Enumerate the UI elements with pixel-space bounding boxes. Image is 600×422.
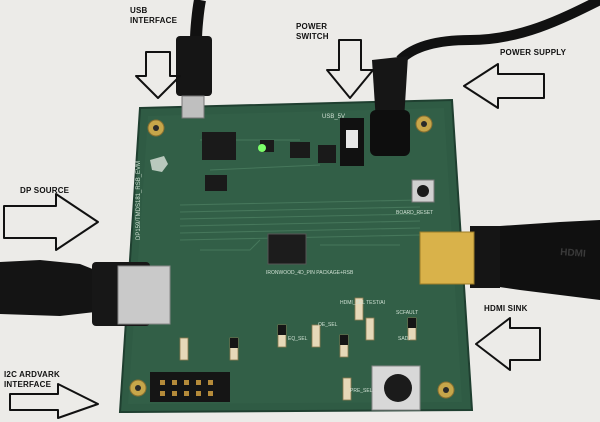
- jumper: [342, 377, 352, 401]
- power-cable: [370, 0, 600, 156]
- silk-board-reset: BOARD_RESET: [396, 210, 433, 216]
- arrow-usb-interface: [135, 51, 181, 99]
- jumper: [365, 317, 375, 341]
- silk-board-name: DP159/TMDS181_RSB_EVM: [136, 161, 142, 240]
- usb-plug[interactable]: [176, 36, 212, 96]
- label-hdmi-sink: HDMI SINK: [484, 304, 528, 313]
- power-led: [258, 144, 266, 152]
- silk-eq-sel: EQ_SEL: [288, 336, 308, 342]
- hdmi-plug[interactable]: [470, 226, 500, 288]
- hdmi-logo: HDMI: [560, 247, 586, 260]
- main-ic: [267, 233, 307, 265]
- label-dp-source: DP SOURCE: [20, 186, 70, 195]
- dp-cable: [0, 260, 171, 326]
- arrow-hdmi-sink: [475, 317, 541, 371]
- power-plug[interactable]: [372, 56, 408, 122]
- ti-logo-icon: [150, 156, 168, 172]
- label-power-supply: POWER SUPPLY: [500, 48, 567, 57]
- silk-oe-sel: OE_SEL: [318, 322, 338, 328]
- silk-pre-sel: PRE_SEL: [350, 388, 373, 394]
- arrow-dp-source: [3, 193, 99, 251]
- silk-scfault: SCFAULT: [396, 310, 418, 316]
- arrow-i2c-interface: [9, 383, 99, 419]
- arrow-power-supply: [463, 63, 545, 109]
- i2c-header[interactable]: [150, 372, 230, 402]
- usb-controller-chip: [202, 132, 236, 160]
- usb-cable: [176, 0, 212, 119]
- jumper: [179, 337, 189, 361]
- arrow-power-switch: [326, 39, 374, 99]
- pcb-board: DP159/TMDS181_RSB_EVM HDMI_SEL TEST/AI O…: [118, 98, 474, 414]
- silk-ic-package: IRONWOOD_4D_PIN PACKAGE+RSB: [266, 270, 354, 276]
- hdmi-cable: HDMI: [419, 220, 600, 300]
- jumper: [354, 297, 364, 321]
- jumper: [311, 324, 321, 348]
- label-i2c-ardvark-interface: I2C ARDVARK INTERFACE: [4, 370, 60, 389]
- label-power-switch: POWER SWITCH: [296, 22, 329, 41]
- silk-usb-5v: USB_5V: [322, 114, 345, 120]
- label-usb-interface: USB INTERFACE: [130, 6, 178, 25]
- silk-hdmi-sel: HDMI_SEL TEST/AI: [340, 300, 385, 306]
- silk-sadj: SADJ: [398, 336, 411, 342]
